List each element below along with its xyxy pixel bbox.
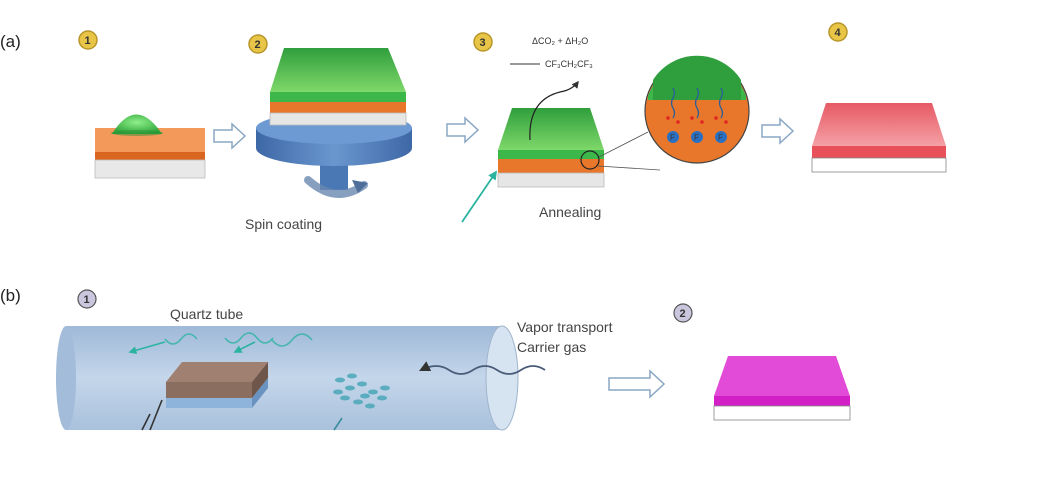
gas-release-formula: ΔCO₂ + ΔH₂O <box>532 36 588 46</box>
step-b2-badge: 2 <box>673 303 693 323</box>
annealing-sample <box>497 80 661 188</box>
spin-coating-caption: Spin coating <box>245 216 322 232</box>
process-arrow-b <box>608 369 666 399</box>
annealing-caption: Annealing <box>539 204 601 220</box>
quartz-tube-caption: Quartz tube <box>170 306 243 322</box>
substrate-with-droplet <box>94 114 206 179</box>
vapor-transport-label: Vapor transport <box>517 319 613 335</box>
carrier-gas-arrow <box>419 361 546 375</box>
quartz-tube <box>56 325 519 431</box>
svg-text:4: 4 <box>835 27 842 39</box>
gas-release-formula-2: CF₃CH₂CF₃ <box>545 59 593 69</box>
svg-text:2: 2 <box>255 39 261 51</box>
step-a2-badge: 2 <box>248 34 268 54</box>
process-arrow-3 <box>761 117 795 145</box>
carrier-gas-label: Carrier gas <box>517 339 586 355</box>
svg-text:2: 2 <box>680 308 686 320</box>
process-arrow-1 <box>213 122 247 150</box>
step-a4-badge: 4 <box>828 22 848 42</box>
step-b1-badge: 1 <box>77 289 97 309</box>
final-film-b <box>713 356 851 421</box>
fluorine-label-2: F <box>694 133 699 142</box>
fluorine-label-1: F <box>670 133 675 142</box>
svg-text:1: 1 <box>85 35 91 47</box>
spin-coater <box>256 48 412 198</box>
panel-b-label: (b) <box>0 286 21 305</box>
panel-a-label: (a) <box>0 32 21 51</box>
step-a1-badge: 1 <box>78 30 98 50</box>
fluorine-label-3: F <box>718 133 723 142</box>
step-a3-badge: 3 <box>473 32 493 52</box>
zoom-inset: F F F <box>644 55 750 164</box>
svg-text:1: 1 <box>84 294 90 306</box>
process-arrow-2 <box>446 116 480 144</box>
heat-arrow <box>461 170 498 223</box>
final-film-a <box>811 103 947 173</box>
svg-text:3: 3 <box>480 37 486 49</box>
